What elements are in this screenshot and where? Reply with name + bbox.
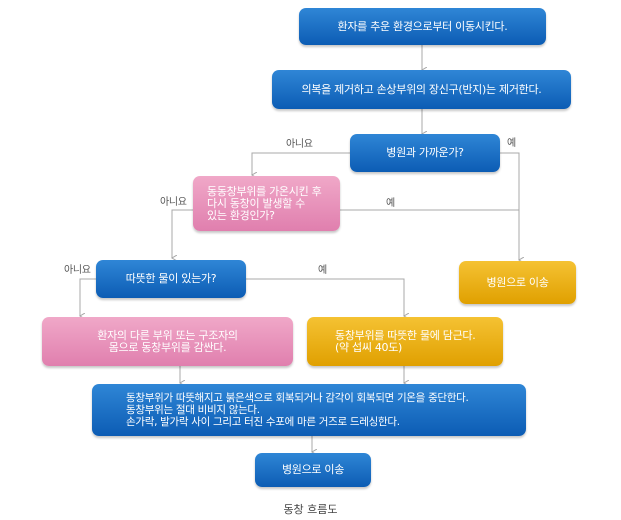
- hospital-near-text: 병원과 가까운가?: [386, 146, 464, 159]
- refreeze-text-line3: 있는 환경인가?: [207, 208, 275, 222]
- transport-right-text: 병원으로 이송: [486, 275, 549, 289]
- remove-items-text: 의복을 제거하고 손상부위의 장신구(반지)는 제거한다.: [301, 82, 542, 96]
- warm-water-text: 따뜻한 물이 있는가?: [125, 272, 217, 285]
- refreeze-yes-label: 예: [386, 198, 395, 209]
- connector-water-no: [80, 278, 96, 316]
- refreeze-no-label: 아니요: [160, 197, 187, 208]
- hospital-near-box: 병원과 가까운가?: [350, 134, 500, 172]
- transport-right-box: 병원으로 이송: [459, 261, 576, 304]
- transport-bottom-text: 병원으로 이송: [281, 463, 345, 476]
- refreeze-text-line2: 다시 동창이 발생할 수: [207, 196, 305, 210]
- body-heat-box: 환자의 다른 부위 또는 구조자의 몸으로 동창부위를 감싼다.: [42, 317, 293, 366]
- connector-hospital-yes: [500, 152, 519, 260]
- hospital-yes-label: 예: [507, 138, 516, 149]
- immerse-box: 동창부위를 따뜻한 물에 담근다. (약 섭씨 40도): [307, 317, 503, 366]
- transport-bottom-box: 병원으로 이송: [255, 453, 371, 487]
- warm-water-box: 따뜻한 물이 있는가?: [96, 260, 246, 298]
- immerse-text-line2: (약 섭씨 40도): [335, 340, 403, 354]
- move-patient-box: 환자를 추운 환경으로부터 이동시킨다.: [299, 8, 546, 45]
- diagram-caption: 동창 흐름도: [283, 503, 338, 516]
- connector-hospital-no: [252, 152, 350, 175]
- final-care-box: 동창부위가 따뜻해지고 붉은색으로 회복되거나 감각이 회복되면 기온을 중단한…: [92, 384, 526, 436]
- connector-water-yes: [246, 278, 404, 316]
- refreeze-box: 동동창부위를 가온시킨 후 다시 동창이 발생할 수 있는 환경인가?: [193, 176, 340, 231]
- water-yes-label: 예: [318, 265, 327, 276]
- connector-refreeze-no: [172, 209, 193, 258]
- final-care-text-line2: 동창부위는 절대 비비지 않는다.: [126, 404, 260, 416]
- hospital-no-label: 아니요: [286, 139, 313, 150]
- final-care-text-line1: 동창부위가 따뜻해지고 붉은색으로 회복되거나 감각이 회복되면 기온을 중단한…: [126, 392, 469, 404]
- water-no-label: 아니요: [64, 265, 91, 276]
- remove-items-box: 의복을 제거하고 손상부위의 장신구(반지)는 제거한다.: [272, 70, 571, 109]
- body-heat-text-line1: 환자의 다른 부위 또는 구조자의: [97, 328, 238, 342]
- move-patient-text: 환자를 추운 환경으로부터 이동시킨다.: [337, 19, 508, 33]
- immerse-text-line1: 동창부위를 따뜻한 물에 담근다.: [335, 328, 476, 342]
- body-heat-text-line2: 몸으로 동창부위를 감싼다.: [108, 340, 227, 354]
- refreeze-text-line1: 동동창부위를 가온시킨 후: [207, 184, 322, 198]
- final-care-text-line3: 손가락, 발가락 사이 그리고 터진 수포에 마른 거즈로 드레싱한다.: [126, 416, 400, 428]
